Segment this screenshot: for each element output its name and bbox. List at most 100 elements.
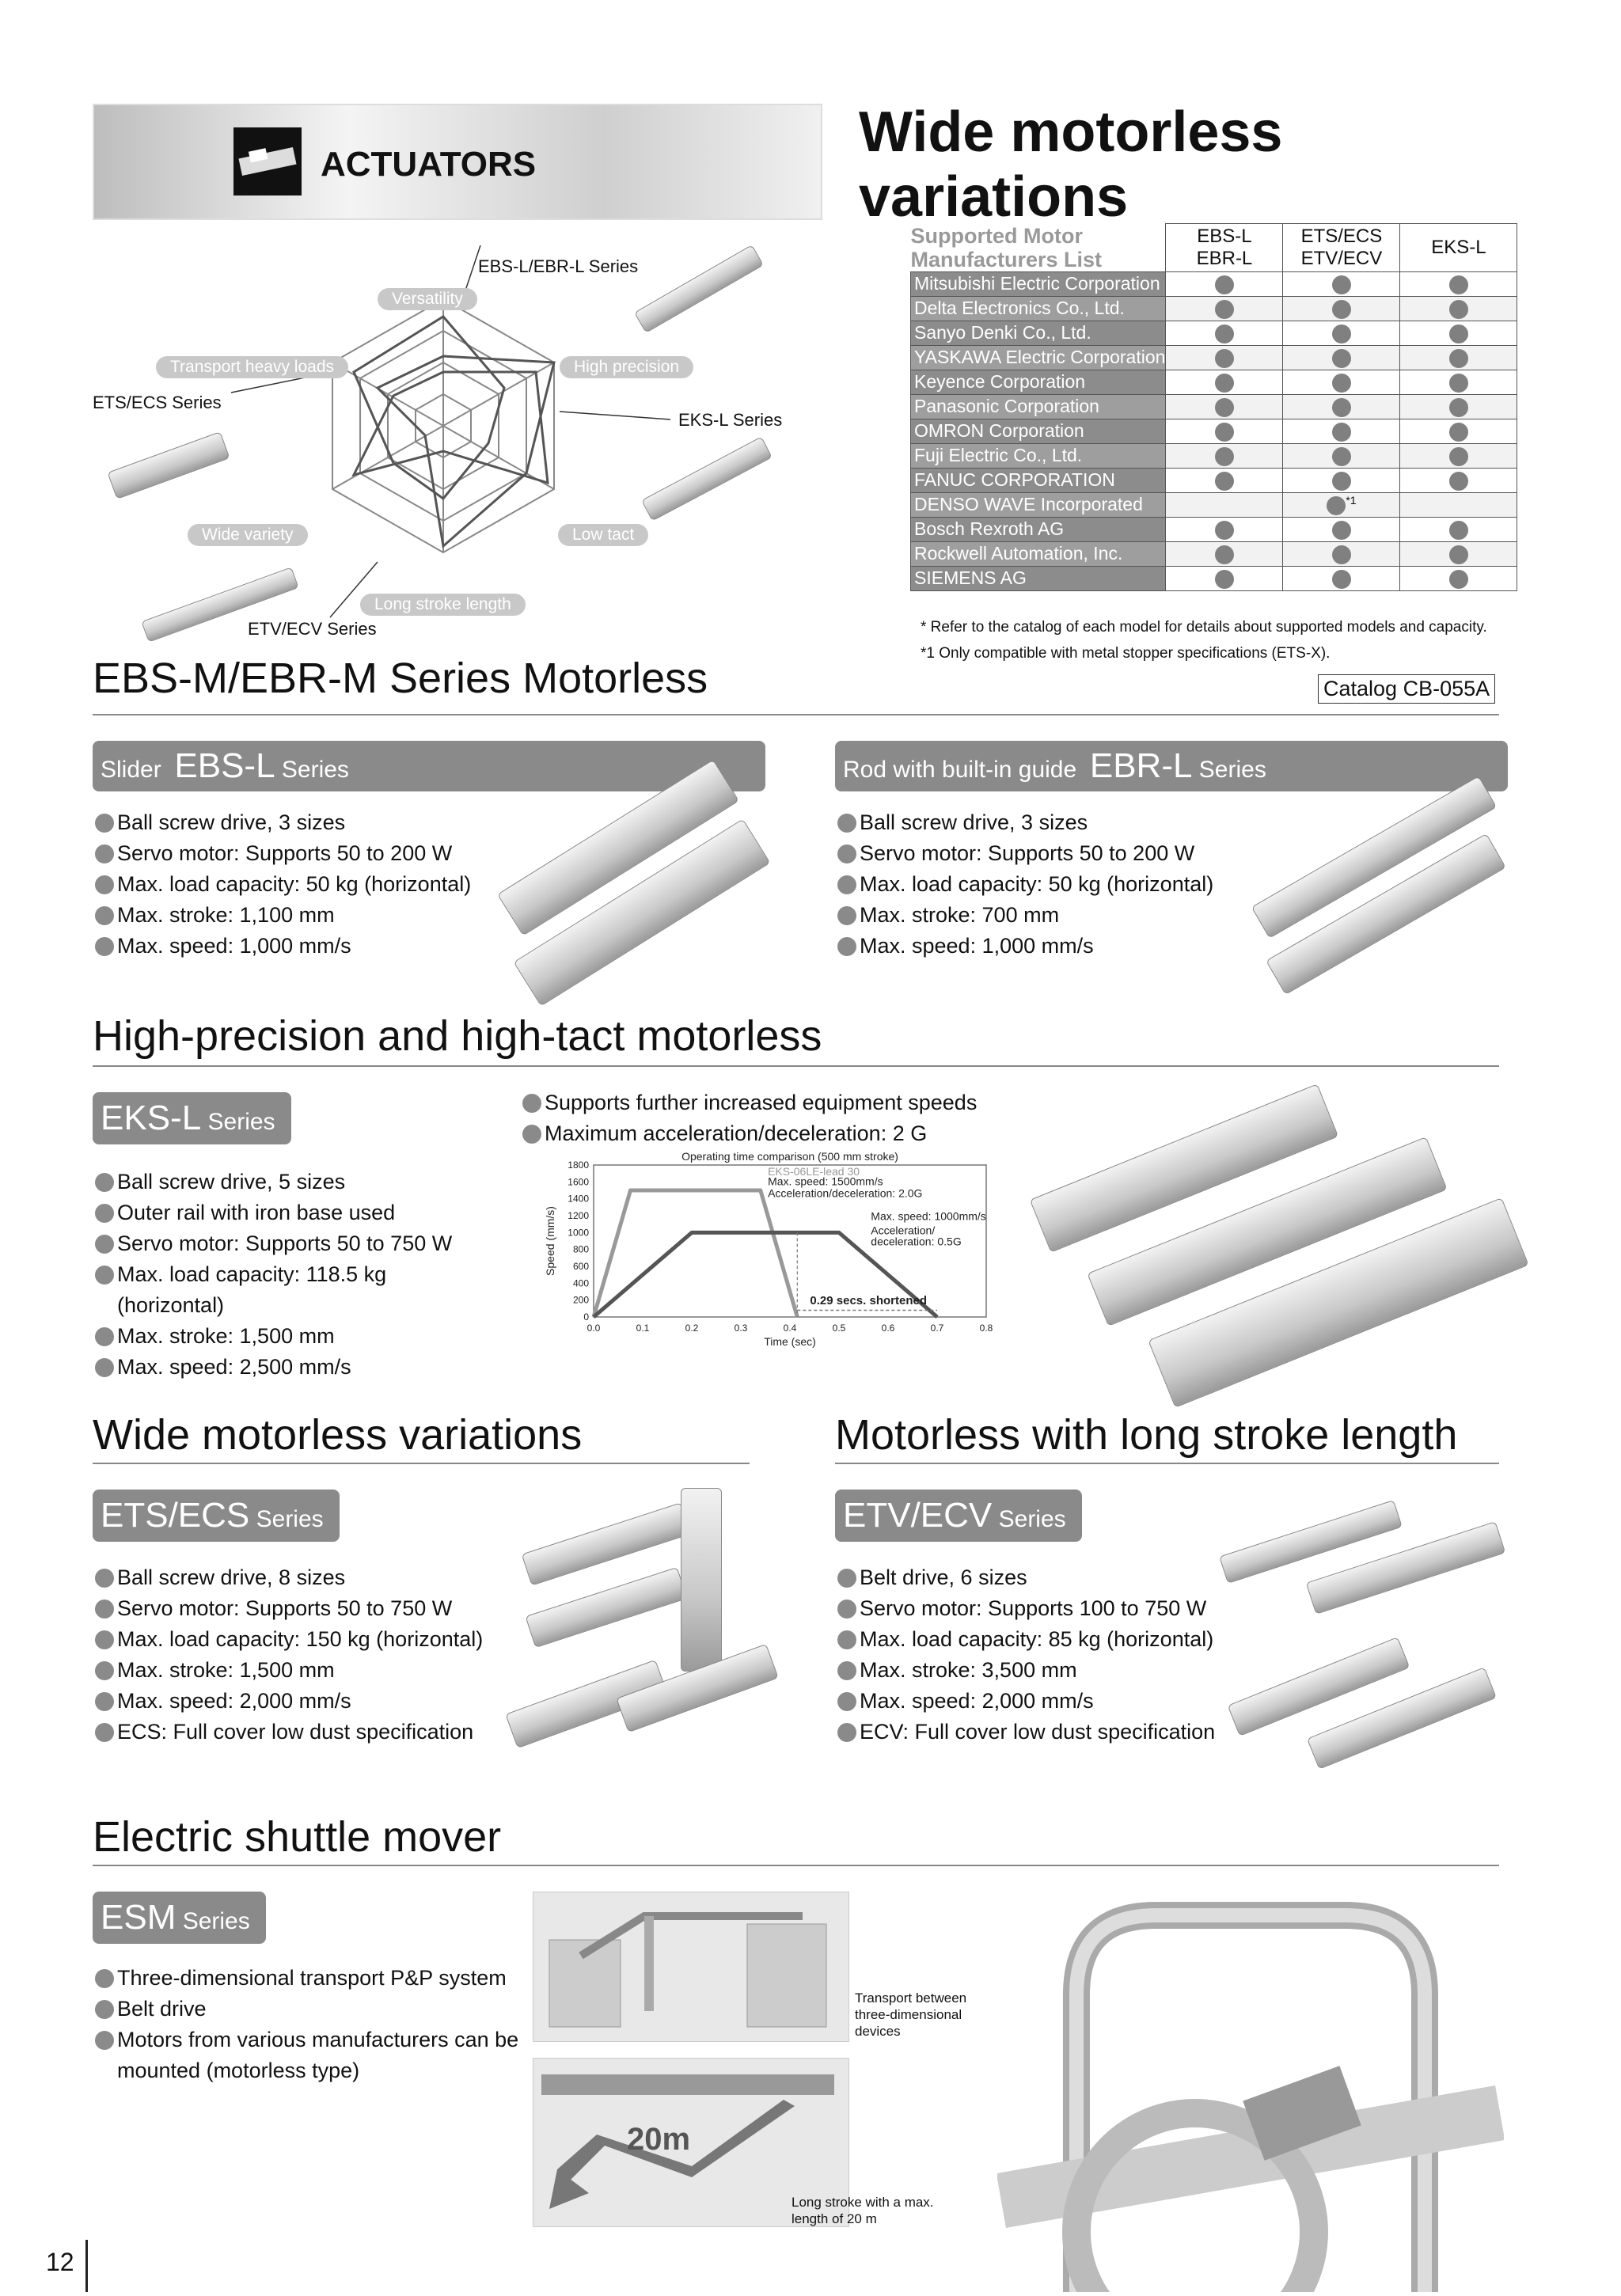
supported-dot-icon [1331,545,1351,564]
catalog-reference: Catalog CB-055A [1318,674,1496,704]
annotation-accel-a: Acceleration/deceleration: 2.0G [768,1187,922,1200]
list-item: Max. load capacity: 85 kg (horizontal) [837,1624,1215,1655]
support-cell [1399,541,1518,567]
supported-dot-icon [1448,299,1468,319]
supported-dot-icon [1214,275,1234,294]
annotation-shortened: 0.29 secs. shortened [810,1294,927,1307]
table-row: Rockwell Automation, Inc. [909,541,1518,567]
list-item: Max. stroke: 1,100 mm [95,900,471,931]
x-tick-label: 0.3 [735,1323,748,1334]
support-cell [1282,541,1401,567]
list-item: Ball screw drive, 5 sizes [95,1167,507,1197]
support-cell [1165,491,1284,518]
section-title-etv: Motorless with long stroke length [835,1411,1458,1459]
supported-dot-icon [1331,373,1351,393]
support-cell [1165,541,1284,567]
annotation-decel-b: deceleration: 0.5G [871,1235,961,1247]
page-number-rule [85,2240,88,2292]
support-cell [1399,271,1518,297]
table-row: Sanyo Denki Co., Ltd. [909,320,1518,346]
supported-dot-icon [1214,299,1234,319]
supported-dot-icon [1331,471,1351,491]
annotation-accel-b: Acceleration/ [871,1224,935,1236]
x-tick-label: 0.2 [685,1323,699,1334]
table-row: DENSO WAVE Incorporated *1 [909,491,1518,518]
support-cell [1165,369,1284,395]
ets-ecs-header: ETS/ECS Series [93,1490,340,1542]
headline-line2: variations [859,165,1129,229]
manufacturer-name: DENSO WAVE Incorporated [909,491,1167,518]
y-tick-label: 200 [573,1295,589,1306]
supported-dot-icon [1331,397,1351,417]
support-cell [1282,418,1401,444]
section-title-esm: Electric shuttle mover [93,1813,502,1861]
supported-dot-icon [1214,471,1234,491]
ebr-l-specs: Ball screw drive, 3 sizes Servo motor: S… [837,807,1213,962]
section-title-ets: Wide motorless variations [93,1411,583,1459]
x-tick-label: 0.6 [882,1323,895,1334]
supported-dot-icon [1214,397,1234,417]
caption-long-stroke: Long stroke with a max. length of 20 m [792,2195,934,2226]
support-cell [1165,344,1284,370]
ets-vertical-image [681,1488,722,1672]
manufacturer-name: YASKAWA Electric Corporation [909,344,1167,370]
ets-ecs-specs: Ball screw drive, 8 sizes Servo motor: S… [95,1562,483,1748]
supported-dot-icon [1448,569,1468,589]
radar-axis-low-tact: Low tact [558,524,649,546]
x-tick-label: 0.5 [833,1323,846,1334]
supported-dot-icon [1331,275,1351,294]
supported-dot-icon [1214,324,1234,343]
y-tick-label: 1600 [568,1176,589,1187]
supported-dot-icon [1448,545,1468,564]
section-title-ebs: EBS-M/EBR-M Series Motorless [93,655,708,702]
radar-axis-wide-variety: Wide variety [188,524,308,546]
radar-axis-versatility: Versatility [378,288,477,310]
manufacturer-name: Panasonic Corporation [909,393,1167,419]
support-cell [1165,565,1284,591]
annotation-max-speed-a: Max. speed: 1500mm/s [768,1175,883,1188]
supported-dot-icon [1448,348,1468,368]
manufacturer-name: Rockwell Automation, Inc. [909,541,1167,567]
list-item: Servo motor: Supports 50 to 200 W [95,838,471,869]
eks-l-specs: Ball screw drive, 5 sizes Outer rail wit… [95,1167,507,1383]
supported-dot-icon [1327,495,1346,515]
banner-title: ACTUATORS [321,145,537,184]
series-label-etv: ETV/ECV Series [248,619,377,639]
etv-ecv-specs: Belt drive, 6 sizes Servo motor: Support… [837,1562,1215,1748]
series-label-ebs: EBS-L/EBR-L Series [478,256,639,276]
support-cell [1165,442,1284,469]
support-cell [1282,467,1401,493]
section-rule [835,1463,1499,1464]
support-cell [1165,320,1284,346]
table-row: Bosch Rexroth AG [909,516,1518,542]
list-item: Max. load capacity: 50 kg (horizontal) [837,869,1213,900]
supported-dot-icon [1448,520,1468,540]
manufacturer-name: Delta Electronics Co., Ltd. [909,295,1167,321]
manufacturer-name: SIEMENS AG [909,565,1167,591]
supported-dot-icon [1214,520,1234,540]
list-item: Motors from various manufacturers can be… [95,2025,522,2086]
manufacturer-name: Sanyo Denki Co., Ltd. [909,320,1167,346]
table-row: SIEMENS AG [909,565,1518,591]
esm-specs: Three-dimensional transport P&P system B… [95,1963,522,2086]
motor-manufacturers-table: Supported Motor Manufacturers List EBS-L… [909,223,1518,591]
list-item: Servo motor: Supports 100 to 750 W [837,1593,1215,1624]
list-item: Supports further increased equipment spe… [522,1087,977,1118]
table-row: OMRON Corporation [909,418,1518,444]
list-item: Three-dimensional transport P&P system [95,1963,522,1994]
section-banner: ACTUATORS [93,104,822,220]
esm-loop-image [996,1899,1505,2296]
footnote-mark: *1 [1346,494,1357,507]
list-item: Ball screw drive, 3 sizes [837,807,1213,838]
support-cell [1399,418,1518,444]
list-item: Max. speed: 2,500 mm/s [95,1352,507,1383]
supported-dot-icon [1331,446,1351,466]
list-item: Maximum acceleration/deceleration: 2 G [522,1118,977,1149]
list-item: Max. stroke: 700 mm [837,900,1213,931]
y-tick-label: 800 [573,1244,589,1255]
support-cell [1165,467,1284,493]
distance-sign: 20m [627,2122,691,2157]
supported-dot-icon [1214,446,1234,466]
x-tick-label: 0.8 [980,1323,993,1334]
